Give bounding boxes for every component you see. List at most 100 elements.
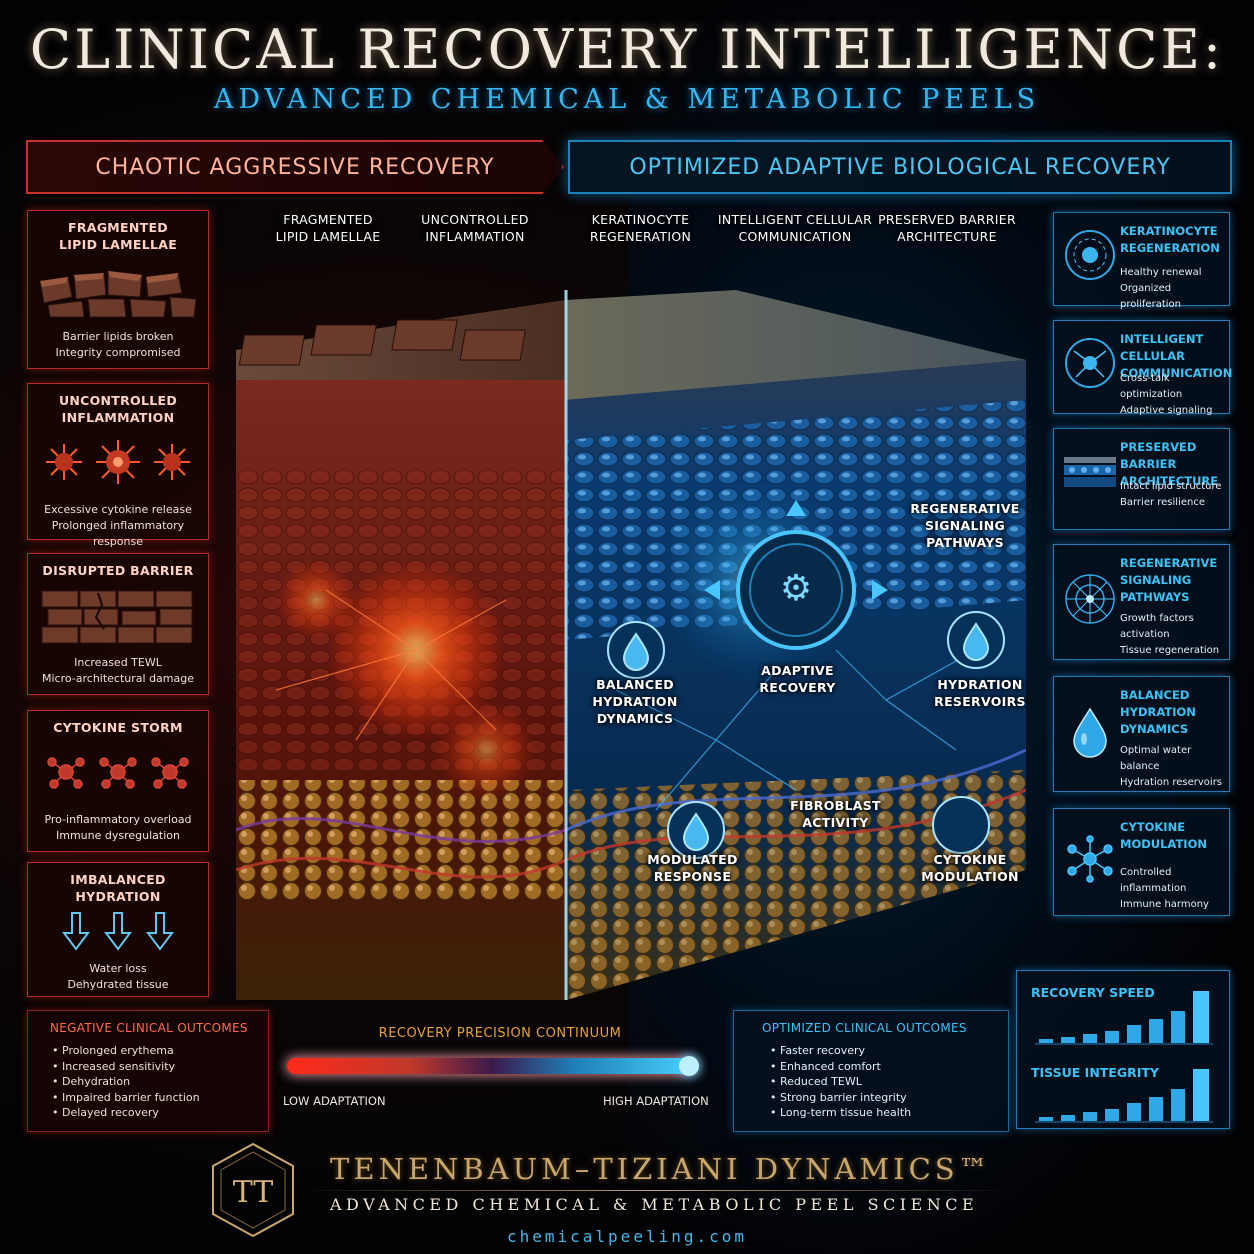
label-line: REGENERATION <box>589 229 692 244</box>
panel-title-line: CYTOKINE <box>1120 820 1186 834</box>
svg-text:⚙: ⚙ <box>780 568 812 609</box>
cube-label-adaptive: ADAPTIVE RECOVERY <box>740 662 855 696</box>
label-line: UNCONTROLLED <box>421 212 529 227</box>
label-line: CYTOKINE <box>933 852 1007 867</box>
panel-desc-line: Immune dysregulation <box>56 829 180 842</box>
label-line: INFLAMMATION <box>425 229 525 244</box>
panel-title-line: REGENERATION <box>1120 241 1220 255</box>
continuum-low-label: LOW ADAPTATION <box>283 1094 386 1108</box>
recovery-speed-label: RECOVERY SPEED <box>1031 985 1155 1000</box>
panel-title-line: INFLAMMATION <box>61 410 175 425</box>
panel-desc-line: Prolonged inflammatory response <box>51 519 185 548</box>
page-subtitle: ADVANCED CHEMICAL & METABOLIC PEELS <box>213 84 1041 115</box>
panel-title-line: DYNAMICS <box>1120 722 1189 736</box>
left-panel-cytokine-storm: CYTOKINE STORM Pro-inflammatory overload… <box>27 710 209 852</box>
website-link[interactable]: chemicalpeeling.com <box>506 1227 748 1246</box>
continuum-marker <box>679 1056 699 1076</box>
panel-desc-line: Intact lipid structure <box>1120 481 1222 492</box>
continuum-high-label: HIGH ADAPTATION <box>603 1094 709 1108</box>
label-line: RESERVOIRS <box>934 694 1026 709</box>
label-line: INTELLIGENT CELLULAR <box>717 212 873 227</box>
panel-desc-line: Organized proliferation <box>1120 283 1181 310</box>
panel-title-line: LIPID LAMELLAE <box>58 237 178 252</box>
panel-title-line: FRAGMENTED <box>68 220 168 235</box>
water-drop-icon <box>1073 707 1107 758</box>
label-line: COMMUNICATION <box>738 229 852 244</box>
panel-desc-line: Immune harmony <box>1120 899 1209 910</box>
panel-desc-line: Barrier lipids broken <box>62 330 174 343</box>
brand-logo-icon: TT <box>212 1142 294 1238</box>
panel-desc-line: Tissue regeneration <box>1120 645 1220 656</box>
continuum-gradient-bar <box>287 1058 697 1074</box>
panel-title-line: COMMUNICATION <box>1120 366 1233 380</box>
panel-title-line: PRESERVED BARRIER <box>1120 440 1197 471</box>
panel-title-line: HYDRATION <box>75 889 161 904</box>
recovery-continuum: RECOVERY PRECISION CONTINUUM LOW ADAPTAT… <box>275 1010 725 1130</box>
panel-title-line: IMBALANCED <box>70 872 166 887</box>
negative-outcomes-list: Prolonged erythema Increased sensitivity… <box>52 1043 200 1121</box>
label-line: ACTIVITY <box>802 815 869 830</box>
recovery-speed-bars <box>1035 991 1213 1045</box>
panel-desc-line: Controlled inflammation <box>1120 867 1187 894</box>
list-item: Strong barrier integrity <box>770 1090 911 1106</box>
panel-title-line: KERATINOCYTE <box>1120 224 1218 238</box>
tissue-integrity-bars <box>1035 1069 1213 1123</box>
cube-label-regenerative: REGENERATIVE SIGNALING PATHWAYS <box>905 500 1025 551</box>
panel-title-line: MODULATION <box>1120 837 1207 851</box>
panel-title-line: ARCHITECTURE <box>1120 474 1219 488</box>
panel-desc-line: Cross-talk optimization <box>1120 373 1183 400</box>
layered-barrier-icon <box>1064 457 1116 487</box>
list-item: Long-term tissue health <box>770 1105 911 1121</box>
list-item: Reduced TEWL <box>770 1074 911 1090</box>
list-item: Delayed recovery <box>52 1105 200 1121</box>
panel-desc-line: Adaptive signaling <box>1120 405 1213 416</box>
panel-desc-line: Barrier resilience <box>1120 497 1205 508</box>
label-line: FIBROBLAST <box>790 798 881 813</box>
panel-desc-line: Pro-inflammatory overload <box>44 813 192 826</box>
panel-title-line: PATHWAYS <box>1120 590 1190 604</box>
panel-title-line: CYTOKINE STORM <box>53 720 183 735</box>
label-line: PATHWAYS <box>926 535 1004 550</box>
label-line: FRAGMENTED <box>283 212 373 227</box>
list-item: Faster recovery <box>770 1043 911 1059</box>
panel-desc-line: Micro-architectural damage <box>41 672 195 685</box>
brand-name: TENENBAUM–TIZIANI DYNAMICS™ <box>330 1152 992 1186</box>
optimized-recovery-banner: OPTIMIZED ADAPTIVE BIOLOGICAL RECOVERY <box>568 140 1232 194</box>
panel-title-line: UNCONTROLLED <box>58 393 178 408</box>
list-item: Dehydration <box>52 1074 200 1090</box>
panel-desc-line: Hydration reservoirs <box>1120 777 1223 788</box>
panel-desc-line: Growth factors activation <box>1120 613 1194 640</box>
neuron-network-icon <box>1065 338 1115 388</box>
list-item: Increased sensitivity <box>52 1059 200 1075</box>
label-line: ADAPTIVE <box>761 663 834 678</box>
broken-bricks-icon <box>39 270 197 318</box>
brand-tagline: ADVANCED CHEMICAL & METABOLIC PEEL SCIEN… <box>330 1195 979 1214</box>
optimized-outcomes-list: Faster recovery Enhanced comfort Reduced… <box>770 1043 911 1121</box>
panel-desc-line: Healthy renewal <box>1120 267 1202 278</box>
label-line: KERATINOCYTE <box>591 212 690 227</box>
skin-tissue-cube: ⚙ <box>236 290 1026 1000</box>
label-line: PRESERVED BARRIER <box>878 212 1016 227</box>
panel-title-line: BALANCED <box>1120 688 1190 702</box>
panel-desc-line: Dehydrated tissue <box>67 978 169 991</box>
label-line: SIGNALING <box>924 518 1006 533</box>
negative-outcomes-title: NEGATIVE CLINICAL OUTCOMES <box>50 1021 248 1035</box>
cube-label-keratinocyte: KERATINOCYTE REGENERATION <box>578 211 703 245</box>
inflamed-cells-icon <box>46 440 190 484</box>
label-line: REGENERATIVE <box>910 501 1020 516</box>
list-item: Impaired barrier function <box>52 1090 200 1106</box>
modulated-molecule-icon <box>1067 835 1113 883</box>
label-line: RECOVERY <box>759 680 836 695</box>
recovery-stats-panel: RECOVERY SPEED TISSUE INTEGRITY <box>1016 970 1230 1129</box>
panel-desc-line: Optimal water balance <box>1120 745 1192 772</box>
